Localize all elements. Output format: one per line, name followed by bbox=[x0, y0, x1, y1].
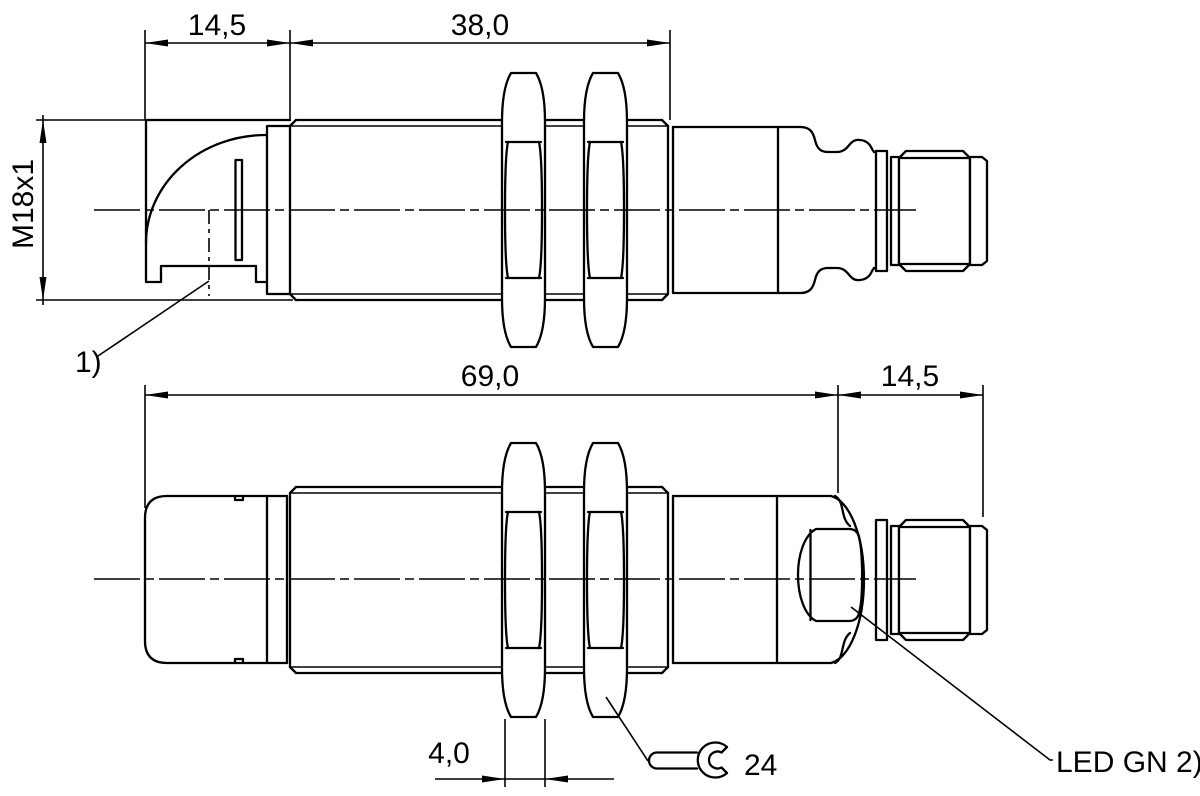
dim-text-head-length: 14,5 bbox=[188, 9, 246, 42]
hex-nut bbox=[582, 441, 629, 719]
rear-step-profile-top bbox=[798, 125, 878, 154]
connector-end-face-b bbox=[968, 524, 989, 636]
connector-ring-b bbox=[874, 518, 889, 642]
dim-arrow bbox=[960, 391, 983, 399]
dim-arrow bbox=[647, 39, 670, 47]
connector-chamfer-lines bbox=[897, 156, 972, 266]
led-pocket-scurve-bottom bbox=[833, 631, 852, 665]
led-pocket-scurve-top bbox=[833, 494, 852, 528]
dim-text-connector-length: 14,5 bbox=[881, 360, 939, 393]
dim-text-thread-length: 38,0 bbox=[451, 9, 509, 42]
dim-arrow bbox=[39, 120, 47, 143]
barrel-chamfers-b bbox=[288, 485, 670, 675]
bottom-view bbox=[143, 485, 989, 675]
rear-step-profile-bottom bbox=[798, 266, 878, 295]
dim-arrow bbox=[482, 775, 505, 783]
head-slot bbox=[234, 158, 244, 262]
dim-arrow bbox=[815, 391, 838, 399]
wrench-jaw bbox=[696, 741, 729, 779]
wrench-handle bbox=[647, 751, 699, 770]
head-window-arc bbox=[144, 133, 268, 245]
dim-text-nut-thickness: 4,0 bbox=[428, 737, 470, 770]
head-outline bbox=[144, 118, 269, 284]
dim-arrow bbox=[145, 391, 168, 399]
lock-nuts-bottom-view bbox=[500, 441, 629, 719]
labels: 14,5 38,0 M18x1 1) 69,0 14,5 4,0 24 LED … bbox=[7, 9, 1200, 782]
footnote-ref-label: 1) bbox=[75, 346, 102, 379]
dim-arrow bbox=[145, 39, 168, 47]
head-notch-top bbox=[233, 494, 245, 502]
connector-washer-b bbox=[889, 524, 901, 636]
connector-end-face bbox=[968, 155, 989, 267]
dim-arrow bbox=[290, 39, 313, 47]
dim-arrow bbox=[267, 39, 290, 47]
connector-body-b bbox=[897, 518, 972, 642]
dim-arrow bbox=[545, 775, 568, 783]
connector-ring bbox=[874, 149, 889, 273]
barrel-verticals-b bbox=[288, 491, 670, 669]
barrel-chamfers bbox=[288, 118, 670, 302]
dim-text-total-length: 69,0 bbox=[461, 360, 519, 393]
wrench-icon bbox=[647, 741, 729, 779]
led-leader-line bbox=[850, 606, 1053, 761]
dim-arrow bbox=[39, 277, 47, 300]
dim-arrow bbox=[838, 391, 861, 399]
hex-nut bbox=[500, 441, 547, 719]
connector-washer bbox=[889, 155, 901, 267]
wrench-size-label: 24 bbox=[744, 749, 777, 782]
connector-chamfer-lines-b bbox=[897, 525, 972, 635]
led-window-pocket bbox=[796, 527, 864, 623]
dimensions bbox=[36, 30, 1053, 787]
thread-spec-label: M18x1 bbox=[7, 159, 40, 249]
connector-body bbox=[897, 149, 972, 273]
wrench-leader-line bbox=[605, 696, 649, 762]
head-notch-bottom bbox=[233, 657, 245, 665]
led-label: LED GN 2) bbox=[1056, 746, 1200, 779]
footnote-leader-line bbox=[97, 280, 210, 357]
